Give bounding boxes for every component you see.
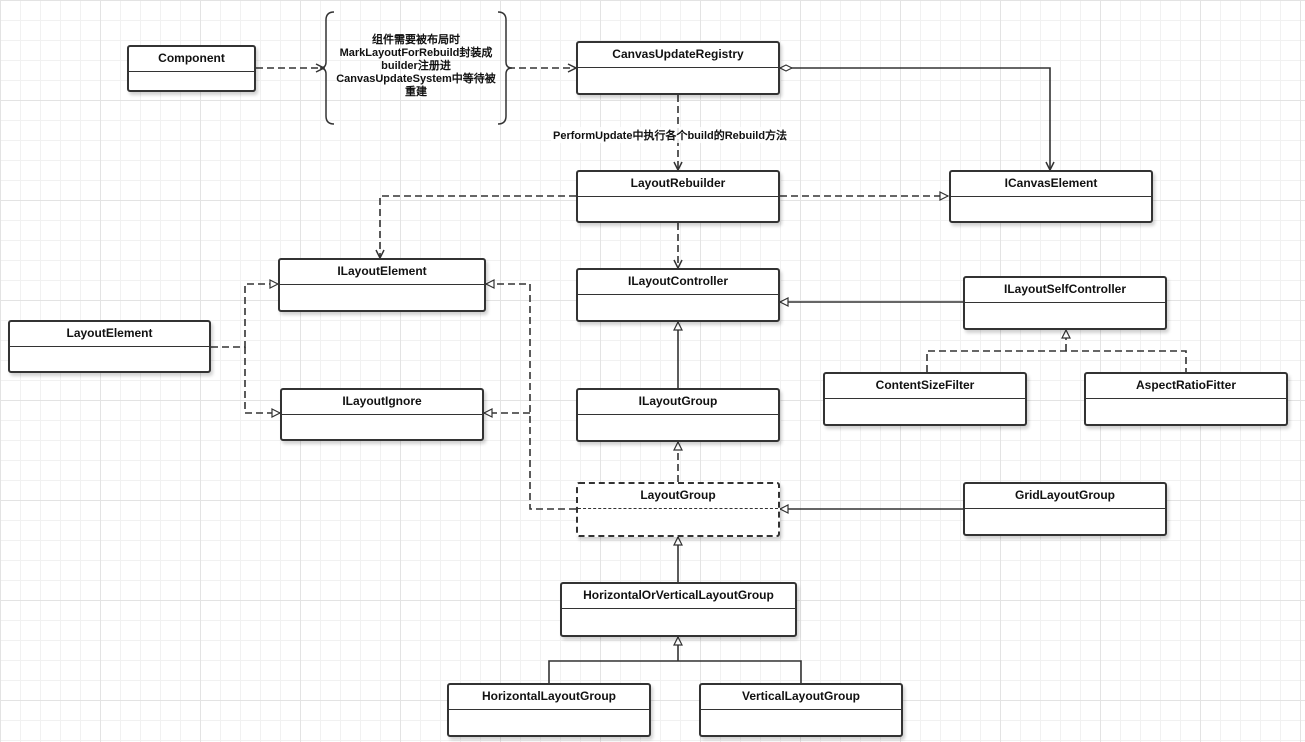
edge-contentsizefilter-to-selfcontroller [926, 350, 1187, 372]
class-name: AspectRatioFitter [1086, 374, 1286, 399]
class-horizontal-or-vertical-layout-group[interactable]: HorizontalOrVerticalLayoutGroup [560, 582, 797, 637]
class-name: ICanvasElement [951, 172, 1151, 197]
note-line: builder注册进 [381, 60, 451, 72]
class-canvas-update-registry[interactable]: CanvasUpdateRegistry [576, 41, 780, 95]
edge-registry-to-icanvaselement [780, 68, 1050, 170]
class-name: LayoutGroup [578, 484, 778, 509]
registration-note: 组件需要被布局时 MarkLayoutForRebuild封装成 builder… [330, 34, 502, 99]
class-layout-group[interactable]: LayoutGroup [576, 482, 780, 537]
class-name: CanvasUpdateRegistry [578, 43, 778, 68]
class-i-layout-self-controller[interactable]: ILayoutSelfController [963, 276, 1167, 330]
edge-horizontal-vertical-join [548, 660, 802, 683]
edge-rebuilder-to-ilayoutelement [380, 195, 576, 258]
class-name: ILayoutGroup [578, 390, 778, 415]
class-name: HorizontalLayoutGroup [449, 685, 649, 710]
class-name: HorizontalOrVerticalLayoutGroup [562, 584, 795, 609]
class-grid-layout-group[interactable]: GridLayoutGroup [963, 482, 1167, 536]
class-i-layout-ignore[interactable]: ILayoutIgnore [280, 388, 484, 441]
class-aspect-ratio-fitter[interactable]: AspectRatioFitter [1084, 372, 1288, 426]
class-name: ContentSizeFilter [825, 374, 1025, 399]
note-line: 组件需要被布局时 [372, 34, 460, 46]
class-name: VerticalLayoutGroup [701, 685, 901, 710]
class-i-layout-group[interactable]: ILayoutGroup [576, 388, 780, 442]
class-name: Component [129, 47, 254, 72]
class-layout-rebuilder[interactable]: LayoutRebuilder [576, 170, 780, 223]
note-line: MarkLayoutForRebuild封装成 [339, 47, 493, 59]
class-name: GridLayoutGroup [965, 484, 1165, 509]
class-name: ILayoutIgnore [282, 390, 482, 415]
class-content-size-filter[interactable]: ContentSizeFilter [823, 372, 1027, 426]
class-layout-element[interactable]: LayoutElement [8, 320, 211, 373]
edge-layoutelement-to-ilayoutignore [244, 347, 280, 413]
class-i-canvas-element[interactable]: ICanvasElement [949, 170, 1153, 223]
note-brace [319, 11, 513, 125]
class-i-layout-controller[interactable]: ILayoutController [576, 268, 780, 322]
class-vertical-layout-group[interactable]: VerticalLayoutGroup [699, 683, 903, 737]
class-name: LayoutRebuilder [578, 172, 778, 197]
class-component[interactable]: Component [127, 45, 256, 92]
note-line: CanvasUpdateSystem中等待被 [336, 73, 496, 85]
perform-update-label: PerformUpdate中执行各个build的Rebuild方法 [551, 127, 790, 143]
class-name: ILayoutSelfController [965, 278, 1165, 303]
class-i-layout-element[interactable]: ILayoutElement [278, 258, 486, 312]
class-horizontal-layout-group[interactable]: HorizontalLayoutGroup [447, 683, 651, 737]
edge-layoutelement-to-ilayoutelement [211, 284, 278, 348]
class-name: ILayoutElement [280, 260, 484, 285]
edge-layoutgroup-to-ilayoutelement [486, 284, 576, 510]
note-line: 重建 [405, 86, 427, 98]
class-name: LayoutElement [10, 322, 209, 347]
class-name: ILayoutController [578, 270, 778, 295]
